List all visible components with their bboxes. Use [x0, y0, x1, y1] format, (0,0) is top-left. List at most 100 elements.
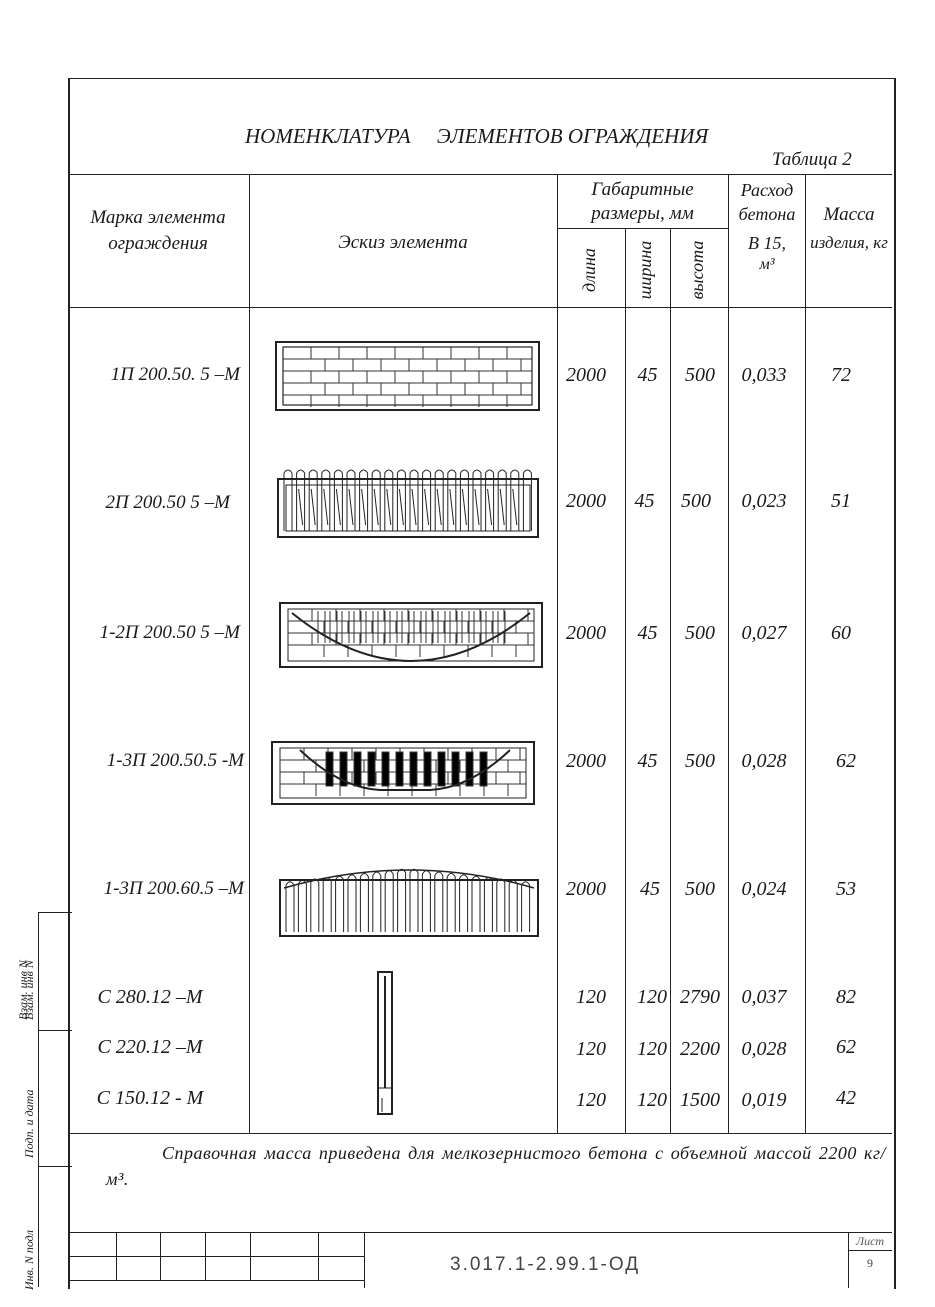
row-length: 2000	[566, 878, 606, 900]
row-mark: 1-3П 200.50.5 -М	[106, 750, 244, 771]
header-mass: Масса	[823, 204, 875, 225]
row-mark: С 150.12 - М	[96, 1087, 204, 1109]
row-mark: 1-3П 200.60.5 –М	[103, 878, 244, 899]
header-concrete: Расход бетона	[738, 180, 796, 224]
sketch-column	[377, 971, 393, 1115]
row-width: 45	[634, 490, 655, 512]
side-stamp-divider	[38, 1030, 72, 1031]
row-mark: С 220.12 –М	[97, 1036, 203, 1058]
col-border	[557, 174, 558, 1133]
col-border	[249, 174, 250, 1133]
row-width: 120	[637, 1038, 667, 1060]
row-mass: 62	[836, 750, 856, 772]
note-text: Справочная масса приведена для мелкозерн…	[106, 1143, 886, 1189]
titleblock-col	[318, 1232, 319, 1280]
row-height: 2200	[680, 1038, 720, 1060]
row-mark: 1П 200.50. 5 –М	[110, 364, 240, 385]
sheet-frame	[68, 78, 896, 1289]
row-width: 45	[640, 878, 660, 900]
row-height: 500	[685, 622, 715, 644]
row-mark: 2П 200.50 5 –М	[105, 492, 230, 513]
row-concrete: 0,037	[741, 986, 787, 1008]
row-height: 500	[685, 364, 715, 386]
row-mark: 1-2П 200.50 5 –М	[99, 622, 240, 643]
row-mass: 42	[836, 1087, 856, 1109]
sheet-label: Лист	[855, 1234, 885, 1248]
sheet-number: 9	[867, 1256, 873, 1270]
row-height: 500	[685, 750, 715, 772]
page-title: НОМЕНКЛАТУРА ЭЛЕМЕНТОВ ОГРАЖДЕНИЯ	[245, 124, 709, 148]
row-concrete: 0,027	[741, 622, 787, 644]
side-podp-label: Подп. и дата	[22, 1089, 36, 1158]
row-concrete: 0,028	[741, 750, 787, 772]
col-border	[728, 174, 729, 1133]
sketch-brick-panel	[275, 341, 540, 411]
row-length: 120	[576, 1038, 606, 1060]
row-mass: 82	[836, 986, 856, 1008]
header-concrete-class: В 15,	[748, 233, 786, 253]
header-sketch: Эскиз элемента	[338, 232, 468, 253]
sketch-v-panel	[271, 741, 535, 805]
side-stamp-divider	[38, 912, 72, 913]
header-width: ширина	[635, 240, 655, 300]
side-inv-label: Инв. N подл	[22, 1230, 36, 1290]
sheet-box-divider	[848, 1250, 892, 1251]
sketch-picket-panel	[277, 469, 539, 538]
row-height: 500	[681, 490, 711, 512]
header-length: длина	[579, 248, 599, 292]
titleblock-col	[848, 1232, 849, 1288]
document-code: 3.017.1-2.99.1-ОД	[450, 1254, 641, 1275]
titleblock-top	[68, 1232, 892, 1233]
col-border	[805, 174, 806, 1133]
row-mass: 62	[836, 1036, 856, 1058]
row-length: 2000	[566, 622, 606, 644]
header-mass-unit: изделия, кг	[810, 233, 888, 252]
row-mass: 51	[831, 490, 851, 512]
side-vzam-label: Взам. инв N	[22, 960, 36, 1020]
row-concrete: 0,023	[741, 490, 787, 512]
header-mark: Марка элемента ограждения	[90, 207, 226, 254]
titleblock-col	[160, 1232, 161, 1280]
row-length: 2000	[566, 750, 606, 772]
row-height: 500	[685, 878, 715, 900]
side-stamp-vline	[38, 912, 39, 1287]
row-concrete: 0,028	[741, 1038, 787, 1060]
titleblock-mid	[68, 1256, 364, 1257]
table-bottom-border	[68, 1133, 892, 1134]
row-width: 45	[637, 750, 658, 772]
row-length: 120	[576, 986, 606, 1008]
row-concrete: 0,033	[741, 364, 787, 386]
col-border	[625, 228, 626, 1133]
row-mass: 72	[831, 364, 851, 386]
row-mass: 60	[831, 622, 851, 644]
row-width: 120	[637, 1089, 667, 1111]
row-width: 45	[637, 364, 658, 386]
titleblock-col	[116, 1232, 117, 1280]
titleblock-col	[364, 1232, 365, 1288]
dims-subheader-border	[557, 228, 728, 229]
row-length: 2000	[566, 490, 606, 512]
row-height: 1500	[680, 1089, 720, 1111]
titleblock-col	[205, 1232, 206, 1280]
titleblock-col	[250, 1232, 251, 1280]
side-stamp-divider	[38, 1166, 72, 1167]
row-length: 2000	[566, 364, 606, 386]
row-width: 45	[637, 622, 658, 644]
row-height: 2790	[680, 986, 720, 1008]
sketch-rising-picket-panel	[279, 868, 539, 937]
side-stamp: Взам. инв N	[0, 912, 72, 1287]
header-bottom-border	[68, 307, 892, 308]
row-concrete: 0,024	[741, 878, 787, 900]
sketch-arch-panel	[279, 602, 543, 668]
row-mass: 53	[836, 878, 856, 900]
header-concrete-unit: м³	[759, 256, 775, 273]
table-top-border	[68, 174, 892, 175]
col-border	[670, 228, 671, 1133]
row-concrete: 0,019	[741, 1089, 787, 1111]
table-label: Таблица 2	[772, 149, 852, 170]
row-mark: С 280.12 –М	[97, 986, 203, 1008]
row-width: 120	[637, 986, 667, 1008]
header-height: высота	[687, 240, 707, 300]
row-length: 120	[576, 1089, 606, 1111]
header-dims: Габаритные размеры, мм	[591, 179, 694, 224]
